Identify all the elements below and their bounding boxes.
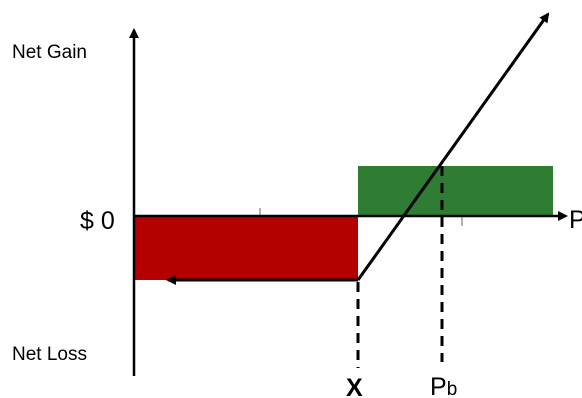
x-axis-label: P — [569, 206, 582, 234]
net-loss-label: Net Loss — [12, 344, 87, 365]
zero-label: $ 0 — [80, 207, 115, 235]
payoff-rising-line — [356, 12, 550, 281]
gain-region — [358, 166, 553, 216]
breakeven-label: Pb — [430, 373, 457, 398]
strike-label: X — [346, 374, 363, 398]
breakeven-label-main: P — [430, 373, 447, 398]
loss-region — [134, 216, 358, 280]
net-gain-label: Net Gain — [12, 42, 87, 63]
breakeven-label-sub: b — [447, 379, 458, 398]
